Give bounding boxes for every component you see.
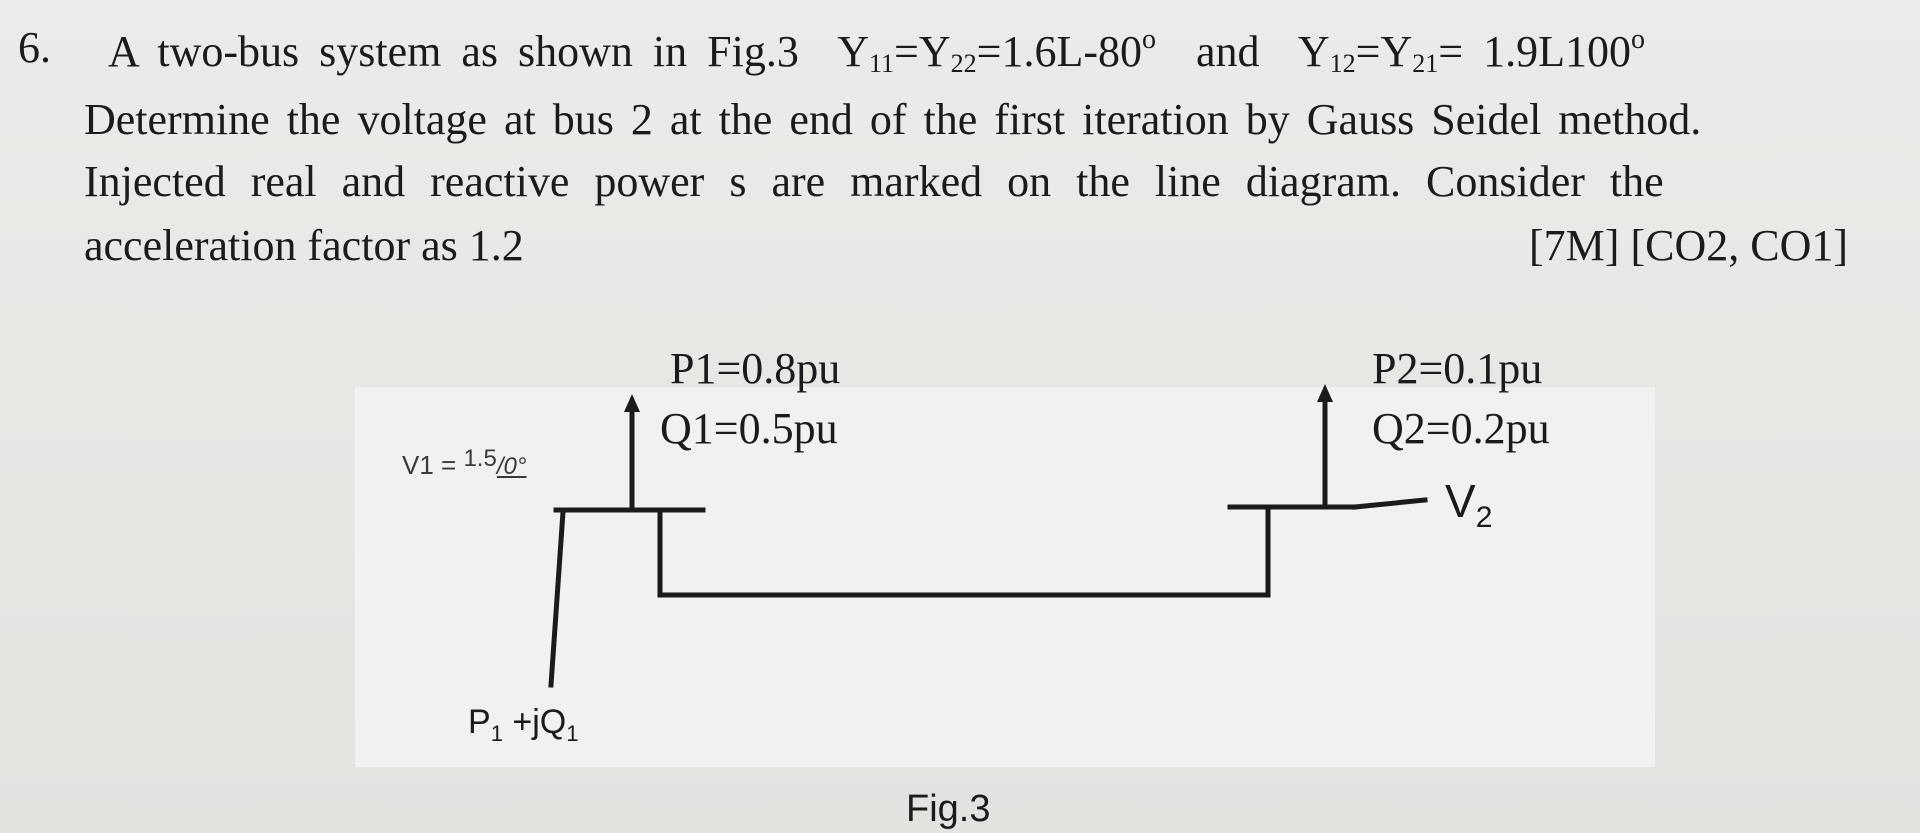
bus2-arrowhead-icon <box>1317 384 1333 402</box>
bus1-injection-label: P1 +jQ1 <box>468 703 579 746</box>
bus1-reactive-power-label: Q1=0.5pu <box>660 404 838 453</box>
question-marks: [7M] [CO2, CO1] <box>1529 221 1848 270</box>
figure-caption: Fig.3 <box>906 788 991 830</box>
question-line-2: Determine the voltage at bus 2 at the en… <box>84 95 1702 144</box>
bus1-real-power-label: P1=0.8pu <box>670 344 841 393</box>
bus2-voltage-label: V2 <box>1445 475 1493 534</box>
bus2-reactive-power-label: Q2=0.2pu <box>1372 404 1550 453</box>
admittance-mutual: Y12=Y21= 1.9L100o <box>1297 24 1645 78</box>
conjunction-and: and <box>1195 27 1260 76</box>
admittance-self: Y11=Y22=1.6L-80o <box>837 24 1156 78</box>
figure-panel <box>355 387 1655 767</box>
question-line-1: A two-bus system as shown in Fig.3 Y11=Y… <box>108 26 1645 77</box>
question-line-3: Injected real and reactive power s are m… <box>84 157 1664 206</box>
transmission-line <box>657 505 1271 598</box>
bus2-real-power-label: P2=0.1pu <box>1372 344 1543 393</box>
bus1-arrowhead-icon <box>624 394 640 412</box>
bus2-voltage-lead <box>1352 497 1428 510</box>
bus1-generator-lead <box>548 509 566 688</box>
question-line-4: acceleration factor as 1.2 <box>84 221 524 270</box>
question-number: 6. <box>18 23 51 72</box>
bus1-voltage-label: V1 = 1.5/0° <box>402 445 527 480</box>
question-intro: A two-bus system as shown in Fig.3 <box>108 27 799 76</box>
